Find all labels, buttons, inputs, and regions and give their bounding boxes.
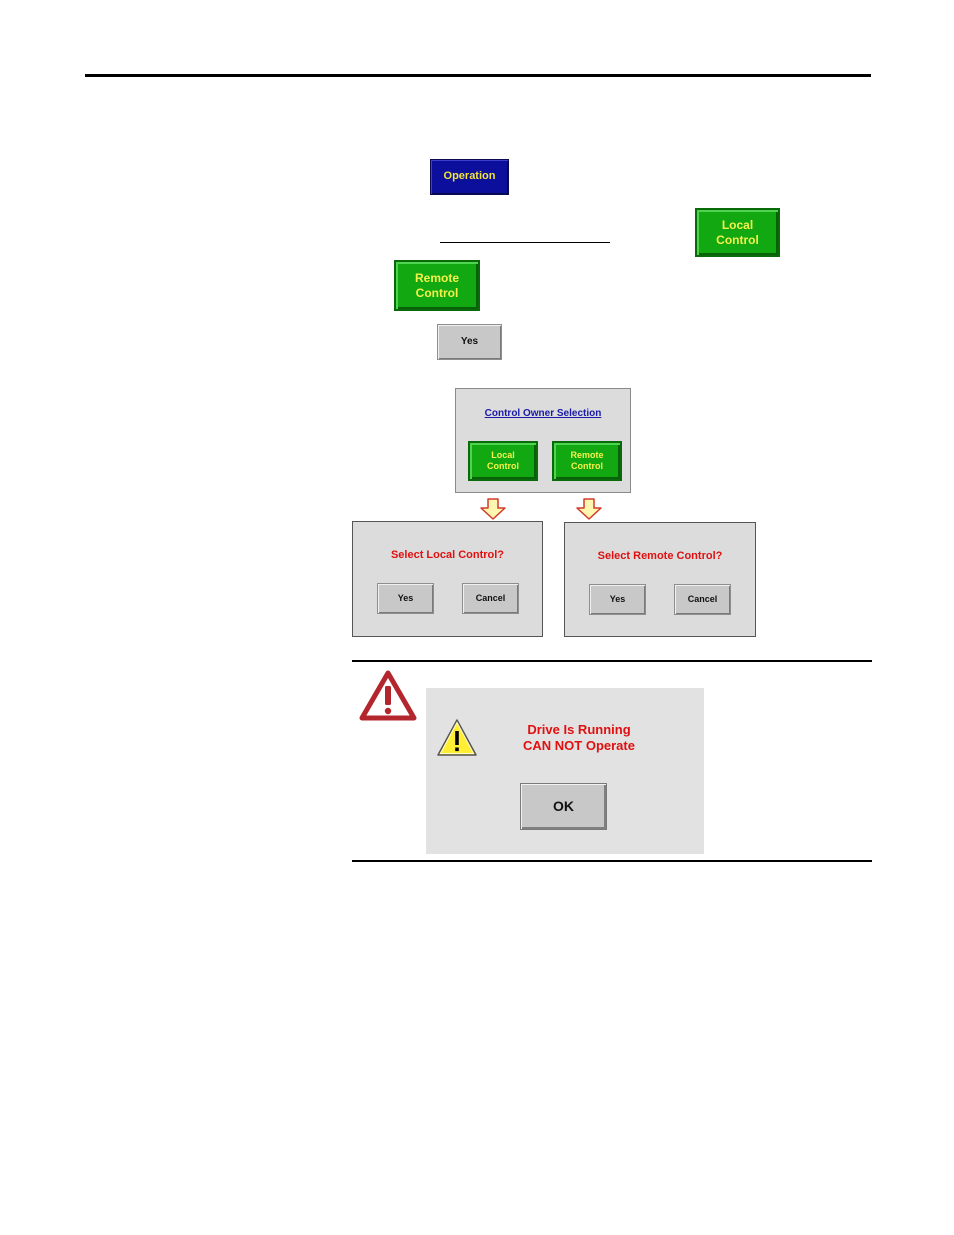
warning-top-rule: [352, 660, 872, 662]
panel-local-label-line2: Control: [487, 461, 519, 472]
blank-underline: [440, 242, 610, 243]
local-cancel-button[interactable]: Cancel: [462, 583, 519, 614]
select-local-control-dialog: Select Local Control? Yes Cancel: [352, 521, 543, 637]
control-owner-selection-panel: Control Owner Selection Local Control Re…: [455, 388, 631, 493]
local-yes-button[interactable]: Yes: [377, 583, 434, 614]
down-arrow-icon: [576, 498, 602, 520]
remote-yes-label: Yes: [610, 594, 626, 605]
local-control-label-line1: Local: [722, 218, 753, 232]
local-cancel-label: Cancel: [476, 593, 506, 604]
ok-button-label: OK: [553, 798, 574, 815]
local-yes-label: Yes: [398, 593, 414, 604]
remote-control-button[interactable]: Remote Control: [394, 260, 480, 311]
local-confirm-question: Select Local Control?: [353, 549, 542, 561]
panel-local-control-button[interactable]: Local Control: [468, 441, 538, 481]
local-control-button[interactable]: Local Control: [695, 208, 780, 257]
warning-line-2: CAN NOT Operate: [486, 737, 672, 754]
warning-line-1: Drive Is Running: [486, 721, 672, 738]
local-control-label-line2: Control: [716, 233, 759, 247]
yes-button[interactable]: Yes: [437, 324, 502, 360]
header-rule: [85, 74, 871, 77]
control-owner-title: Control Owner Selection: [456, 408, 630, 419]
panel-remote-label-line1: Remote: [570, 450, 603, 461]
remote-control-label-line1: Remote: [415, 271, 459, 285]
remote-confirm-question: Select Remote Control?: [565, 550, 755, 562]
operation-button-label: Operation: [444, 170, 496, 183]
panel-remote-label-line2: Control: [571, 461, 603, 472]
yes-button-label: Yes: [461, 336, 478, 348]
down-arrow-icon: [480, 498, 506, 520]
ok-button[interactable]: OK: [520, 783, 607, 830]
remote-control-label-line2: Control: [416, 286, 459, 300]
drive-running-dialog: Drive Is Running CAN NOT Operate OK: [426, 688, 704, 854]
operation-button[interactable]: Operation: [430, 159, 509, 195]
warning-bottom-rule: [352, 860, 872, 862]
remote-cancel-button[interactable]: Cancel: [674, 584, 731, 615]
select-remote-control-dialog: Select Remote Control? Yes Cancel: [564, 522, 756, 637]
remote-yes-button[interactable]: Yes: [589, 584, 646, 615]
panel-remote-control-button[interactable]: Remote Control: [552, 441, 622, 481]
warning-triangle-icon: [359, 670, 417, 722]
panel-local-label-line1: Local: [491, 450, 515, 461]
alert-icon: [435, 717, 479, 759]
remote-cancel-label: Cancel: [688, 594, 718, 605]
